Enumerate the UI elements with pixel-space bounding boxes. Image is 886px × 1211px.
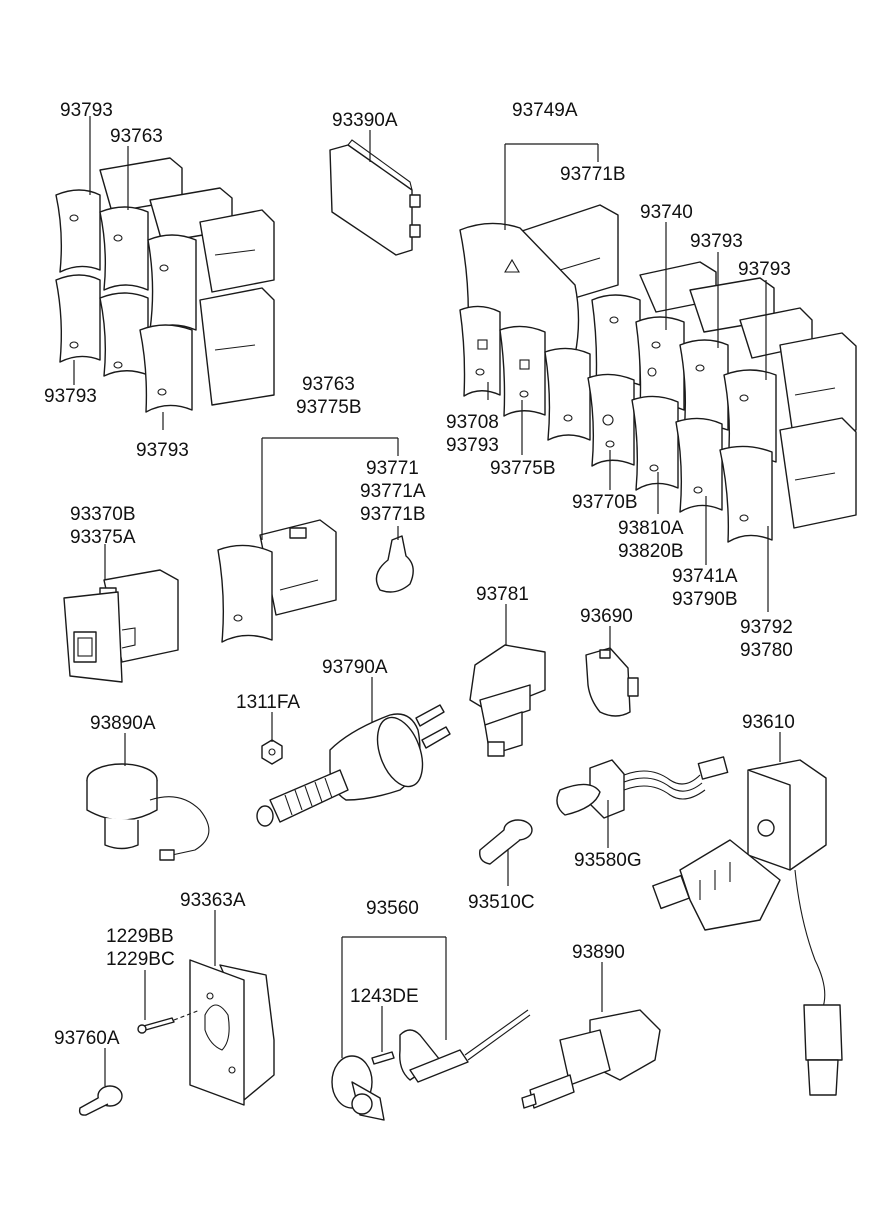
part-93690-cap — [585, 647, 639, 717]
label-93890a: 93890A — [90, 713, 156, 734]
label-93793-top-left: 93793 — [60, 100, 113, 121]
part-93370b-switch — [63, 569, 179, 683]
label-93810a: 93810A — [618, 518, 684, 539]
label-93749a: 93749A — [512, 100, 578, 121]
label-93760a: 93760A — [54, 1028, 120, 1049]
part-93781-rocker — [469, 644, 546, 757]
label-93775b-right: 93775B — [490, 458, 556, 479]
label-93781: 93781 — [476, 584, 529, 605]
label-93763-top: 93763 — [110, 126, 163, 147]
label-1229bb: 1229BB — [106, 926, 174, 947]
label-93771b-top: 93771B — [560, 164, 626, 185]
switch-block-left — [55, 157, 275, 413]
part-93890a-sensor — [86, 763, 210, 861]
label-93890: 93890 — [572, 942, 625, 963]
label-93793-right-2: 93793 — [738, 259, 791, 280]
label-93375a: 93375A — [70, 527, 136, 548]
label-93793-bottom-left-1: 93793 — [44, 386, 97, 407]
label-93771: 93771 — [366, 458, 419, 479]
label-93741a: 93741A — [672, 566, 738, 587]
part-93771-bulb — [375, 535, 414, 593]
label-93370b: 93370B — [70, 504, 136, 525]
part-1311fa-nut — [261, 739, 283, 765]
label-93790a: 93790A — [322, 657, 388, 678]
label-1229bc: 1229BC — [106, 949, 175, 970]
label-93390a: 93390A — [332, 110, 398, 131]
label-93763-middle: 93763 — [302, 374, 355, 395]
label-93771b-middle: 93771B — [360, 504, 426, 525]
part-93363a-plate — [189, 959, 275, 1106]
switch-block-right — [459, 204, 857, 543]
label-93363a: 93363A — [180, 890, 246, 911]
label-93792: 93792 — [740, 617, 793, 638]
part-93610-switch — [652, 759, 843, 1096]
part-93390a-cover — [329, 139, 421, 256]
label-93560: 93560 — [366, 898, 419, 919]
leader-lines — [73, 116, 781, 1086]
part-93760a-knob — [78, 1085, 123, 1116]
label-1311fa: 1311FA — [236, 692, 300, 713]
label-93740: 93740 — [640, 202, 693, 223]
label-93510c: 93510C — [468, 892, 535, 913]
part-1229bb-screw — [137, 1009, 201, 1034]
label-93770b: 93770B — [572, 492, 638, 513]
label-93793-bottom-left-2: 93793 — [136, 440, 189, 461]
label-93771a: 93771A — [360, 481, 426, 502]
label-93708: 93708 — [446, 412, 499, 433]
part-93510c-knob — [479, 819, 533, 865]
label-93775b-middle: 93775B — [296, 397, 362, 418]
label-93793-right-3: 93793 — [446, 435, 499, 456]
label-93820b: 93820B — [618, 541, 684, 562]
part-93580g-toggle — [556, 756, 729, 819]
label-93580g: 93580G — [574, 850, 642, 871]
label-93790b: 93790B — [672, 589, 738, 610]
label-1243de: 1243DE — [350, 986, 419, 1007]
part-93775b-switch — [217, 519, 337, 643]
part-93890-sensor — [521, 1009, 661, 1109]
label-93780: 93780 — [740, 640, 793, 661]
part-93560-switch — [331, 1009, 531, 1121]
label-93690: 93690 — [580, 606, 633, 627]
part-labels: 93793 93763 93793 93793 93390A 93749A 93… — [44, 100, 795, 1049]
label-93793-right-1: 93793 — [690, 231, 743, 252]
part-93790a-stop-switch — [256, 704, 451, 827]
label-93610: 93610 — [742, 712, 795, 733]
